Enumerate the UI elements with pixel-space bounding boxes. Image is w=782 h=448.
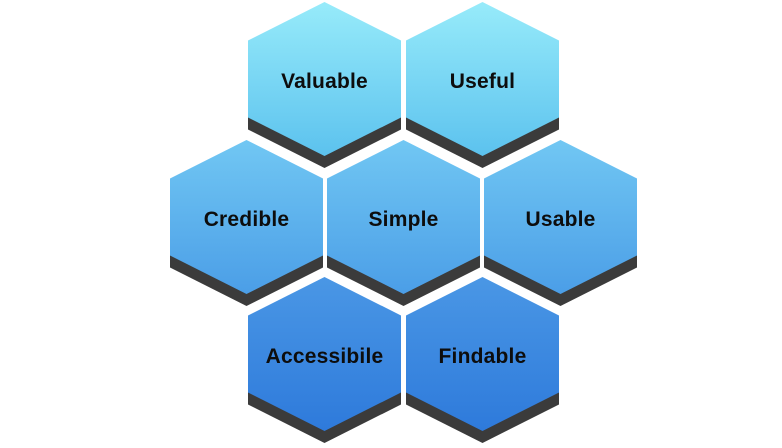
hexagon-label-credible: Credible	[203, 208, 290, 231]
hexagon-simple: Simple	[327, 140, 480, 306]
hexagon-label-usable: Usable	[525, 208, 596, 231]
hexagon-face: Useful	[406, 2, 559, 156]
hexagon-label-accessibile: Accessibile	[265, 345, 384, 368]
hexagon-label-simple: Simple	[368, 208, 439, 231]
hexagon-findable: Findable	[406, 277, 559, 443]
hexagon-label-findable: Findable	[438, 345, 527, 368]
hexagon-useful: Useful	[406, 2, 559, 168]
hexagon-label-useful: Useful	[449, 70, 516, 93]
hexagon-credible: Credible	[170, 140, 323, 306]
hexagon-accessibile: Accessibile	[248, 277, 401, 443]
hexagon-usable: Usable	[484, 140, 637, 306]
hexagon-valuable: Valuable	[248, 2, 401, 168]
hexagon-label-valuable: Valuable	[281, 70, 368, 93]
